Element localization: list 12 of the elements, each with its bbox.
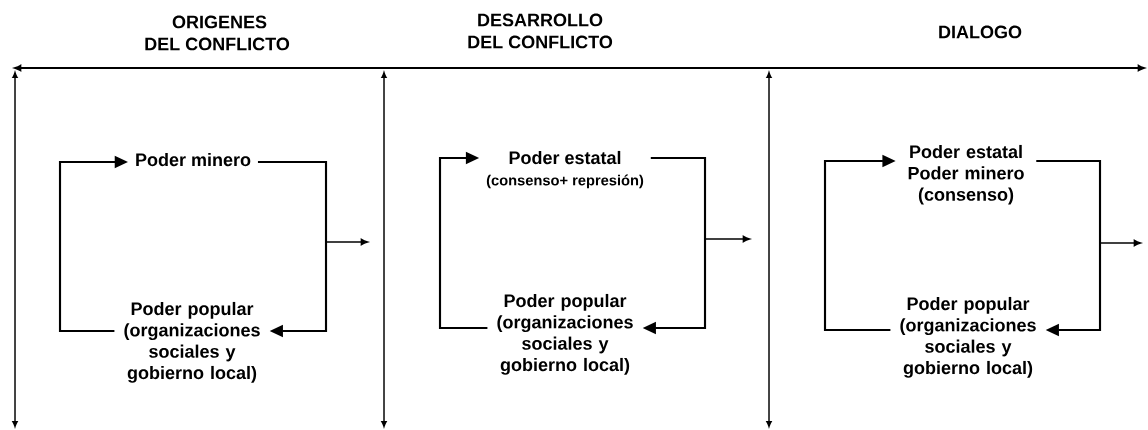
node-label: Poder popular (organizaciones sociales y gobierno local) xyxy=(497,293,633,375)
column-heading: ORIGENES DEL CONFLICTO xyxy=(145,15,290,51)
column-heading: DIALOGO xyxy=(939,25,1022,39)
node-label: Poder estatal (consenso+ represión) xyxy=(486,150,644,189)
node-label: Poder popular (organizaciones sociales y gobierno local) xyxy=(900,296,1036,378)
bracket-arrow xyxy=(257,160,328,338)
node-label: Poder minero xyxy=(136,152,251,167)
column-heading: DESARROLLO DEL CONFLICTO xyxy=(468,13,613,49)
node-label: Poder estatal Poder minero (consenso) xyxy=(908,144,1024,205)
node-label: Poder popular (organizaciones sociales y gobierno local) xyxy=(124,301,260,383)
bracket-arrow xyxy=(1036,159,1102,337)
bracket-arrow xyxy=(438,151,488,330)
